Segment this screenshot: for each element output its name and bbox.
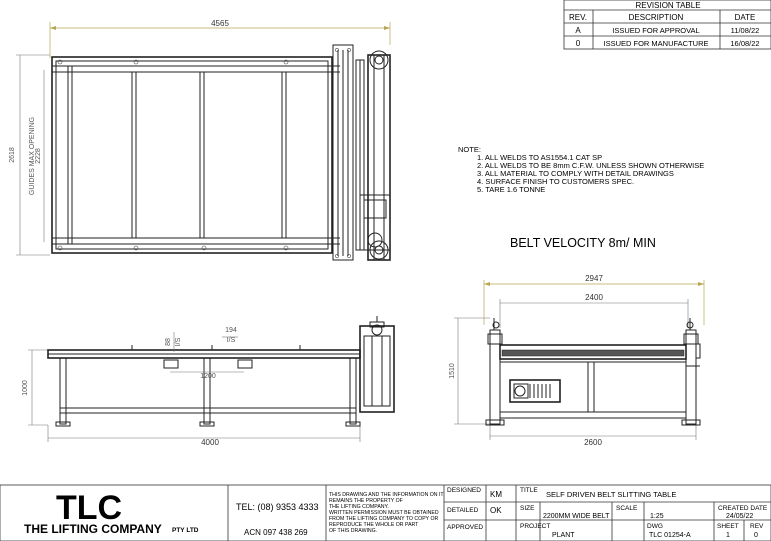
- rev-label: REV: [750, 523, 764, 530]
- note-item: 4. SURFACE FINISH TO CUSTOMERS SPEC.: [477, 177, 634, 186]
- company-acn: ACN 097 438 269: [244, 528, 308, 537]
- project-value: PLANT: [552, 532, 575, 539]
- sheet-value: 1: [726, 532, 730, 539]
- dim-inner-1200: 1200: [200, 373, 216, 380]
- scale-label: SCALE: [616, 505, 638, 512]
- dim-88: 88: [165, 338, 172, 346]
- dim-guides-opening: 2228: [35, 148, 42, 164]
- title-block: TLC THE LIFTING COMPANY PTY LTD TEL: (08…: [0, 484, 771, 541]
- size-label: SIZE: [520, 505, 535, 512]
- dim-plan-height: 2618: [9, 147, 16, 163]
- disclaimer-line: REPRODUCE THE WHOLE OR PART: [329, 522, 419, 528]
- company-logo: TLC: [56, 489, 122, 527]
- note-item: 3. ALL MATERIAL TO COMPLY WITH DETAIL DR…: [477, 169, 674, 178]
- created-label: CREATED DATE: [718, 505, 768, 512]
- dim-side-height: 1000: [22, 380, 29, 396]
- note-item: 2. ALL WELDS TO BE 8mm C.F.W. UNLESS SHO…: [477, 161, 704, 170]
- note-item: 5. TARE 1.6 TONNE: [477, 185, 545, 194]
- rev-header: REV.: [569, 13, 587, 22]
- disclaimer-line: WRITTEN PERMISSION MUST BE OBTAINED: [329, 510, 439, 516]
- date-cell: 16/08/22: [730, 39, 759, 48]
- disclaimer-line: THE LIFTING COMPANY.: [329, 504, 389, 510]
- guides-max-opening-label: GUIDES MAX OPENING: [29, 117, 36, 195]
- dim-end-height: 1510: [449, 363, 456, 379]
- dim-end-2400: 2400: [585, 293, 603, 302]
- drawing-title: SELF DRIVEN BELT SLITTING TABLE: [546, 490, 676, 499]
- rev-cell: A: [575, 26, 581, 35]
- belt-velocity-label: BELT VELOCITY 8m/ MIN: [510, 236, 656, 250]
- detailed-value: OK: [490, 506, 502, 515]
- title-label: TITLE: [520, 487, 538, 494]
- company-telephone: TEL: (08) 9353 4333: [236, 502, 319, 512]
- rev-value: 0: [754, 532, 758, 539]
- dwg-number: TLC 01254-A: [649, 532, 691, 539]
- description-header: DESCRIPTION: [629, 13, 684, 22]
- created-value: 24/05/22: [726, 513, 753, 520]
- disclaimer-line: REMAINS THE PROPERTY OF: [329, 498, 403, 504]
- dim-194: 194: [225, 327, 237, 334]
- detailed-label: DETAILED: [447, 507, 479, 514]
- dim-is-label: I/S: [227, 337, 236, 344]
- disclaimer-line: THIS DRAWING AND THE INFORMATION ON IT: [329, 492, 444, 498]
- company-pty-ltd: PTY LTD: [172, 527, 199, 534]
- end-elevation-view: 2947 2400 1510 2600: [449, 274, 705, 447]
- revision-table-title: REVISION TABLE: [635, 1, 700, 10]
- date-header: DATE: [735, 13, 756, 22]
- disclaimer-line: OF THIS DRAWING.: [329, 528, 377, 534]
- sheet-label: SHEET: [717, 523, 739, 530]
- notes-heading: NOTE:: [458, 145, 481, 154]
- note-item: 1. ALL WELDS TO AS1554.1 CAT SP: [477, 153, 602, 162]
- side-elevation-view: 1000 4000 1200 194 I/S 88: [22, 316, 395, 447]
- size-value: 2200MM WIDE BELT: [543, 513, 610, 520]
- company-name: THE LIFTING COMPANY: [24, 522, 162, 536]
- plan-view: 4565 2618 2228 GUIDES MAX OPENING: [9, 19, 391, 261]
- designed-value: KM: [490, 490, 502, 499]
- dim-is-label: I/S: [175, 337, 182, 346]
- disclaimer-line: FROM THE LIFTING COMPANY TO COPY OR: [329, 516, 438, 522]
- dim-end-base: 2600: [584, 438, 602, 447]
- revision-table: REVISION TABLE REV. DESCRIPTION DATE A I…: [563, 0, 771, 50]
- approved-label: APPROVED: [447, 524, 483, 531]
- project-label: PROJECT: [520, 523, 550, 530]
- description-cell: ISSUED FOR MANUFACTURE: [603, 39, 708, 48]
- description-cell: ISSUED FOR APPROVAL: [612, 26, 699, 35]
- rev-cell: 0: [576, 39, 581, 48]
- dim-end-overall: 2947: [585, 274, 603, 283]
- designed-label: DESIGNED: [447, 487, 481, 494]
- dim-side-length: 4000: [201, 438, 219, 447]
- dim-plan-width: 4565: [211, 19, 229, 28]
- dwg-label: DWG: [647, 523, 663, 530]
- date-cell: 11/08/22: [731, 26, 760, 35]
- scale-value: 1:25: [650, 513, 664, 520]
- notes-block: NOTE: 1. ALL WELDS TO AS1554.1 CAT SP 2.…: [458, 145, 704, 194]
